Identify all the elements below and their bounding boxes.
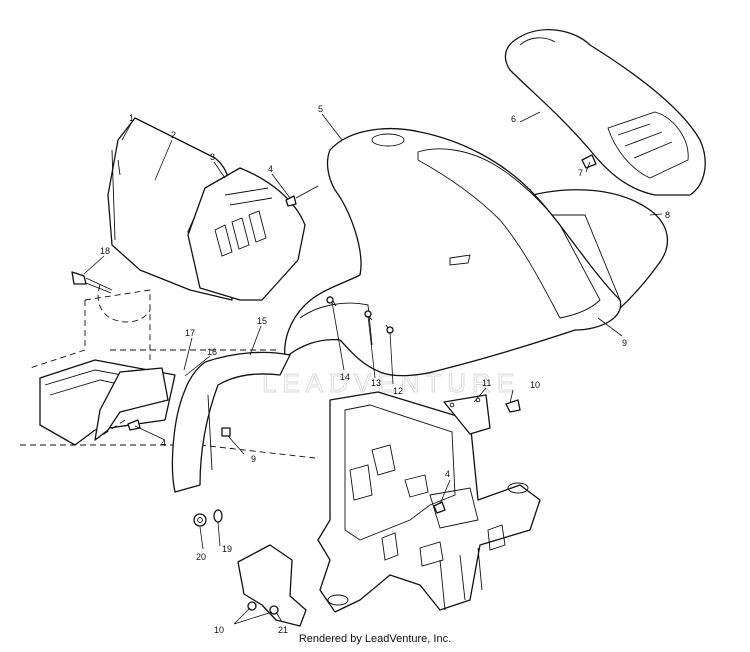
callout-9-left: 9 [251,454,256,464]
clip-10-right-icon [505,399,521,413]
bolt-4-upper-icon [285,185,319,207]
part-front-body [284,128,622,377]
callout-11: 11 [482,378,491,388]
callout-12: 12 [393,386,403,396]
part-seat [504,29,706,196]
callout-2: 2 [171,130,176,140]
part-vented-panel [187,167,306,301]
callout-20: 20 [196,552,206,562]
callout-6: 6 [511,114,516,124]
callout-8: 8 [665,210,670,220]
footer-credit: Rendered by LeadVenture, Inc. [298,633,452,645]
callout-10-right: 10 [530,380,540,390]
nut-20-icon [193,513,207,527]
callout-13: 13 [371,378,381,388]
part-mud-flap [237,544,307,627]
callout-1: 1 [129,113,134,123]
callout-16: 16 [207,347,217,357]
part-chassis-frame [317,391,541,613]
callout-18: 18 [100,246,110,256]
bolt-4-frame-icon [433,501,446,514]
callout-9-top: 9 [622,338,627,348]
callout-10-bottom: 10 [214,625,224,635]
callout-15: 15 [257,316,267,326]
callout-4: 4 [268,164,273,174]
clip-9-icon [221,427,231,437]
callout-7: 7 [578,168,583,178]
callout-17: 17 [185,328,195,338]
bolt-18-icon [71,271,113,294]
part-bracket-plate [443,394,491,435]
callout-labels: 1 2 3 4 5 6 7 8 9 9 10 11 12 13 14 15 16… [100,104,670,635]
callout-19: 19 [222,544,232,554]
leader-lines [83,111,663,625]
callout-4-left: 4 [161,438,166,448]
callout-5: 5 [318,104,323,114]
washer-19-icon [213,509,223,523]
callout-3: 3 [210,152,215,162]
clip-7-icon [581,154,597,169]
callout-21: 21 [278,625,288,635]
callout-14: 14 [340,372,350,382]
part-inner-plate [94,367,169,441]
part-fender-flap [171,351,291,493]
callout-4-frame: 4 [445,469,450,479]
